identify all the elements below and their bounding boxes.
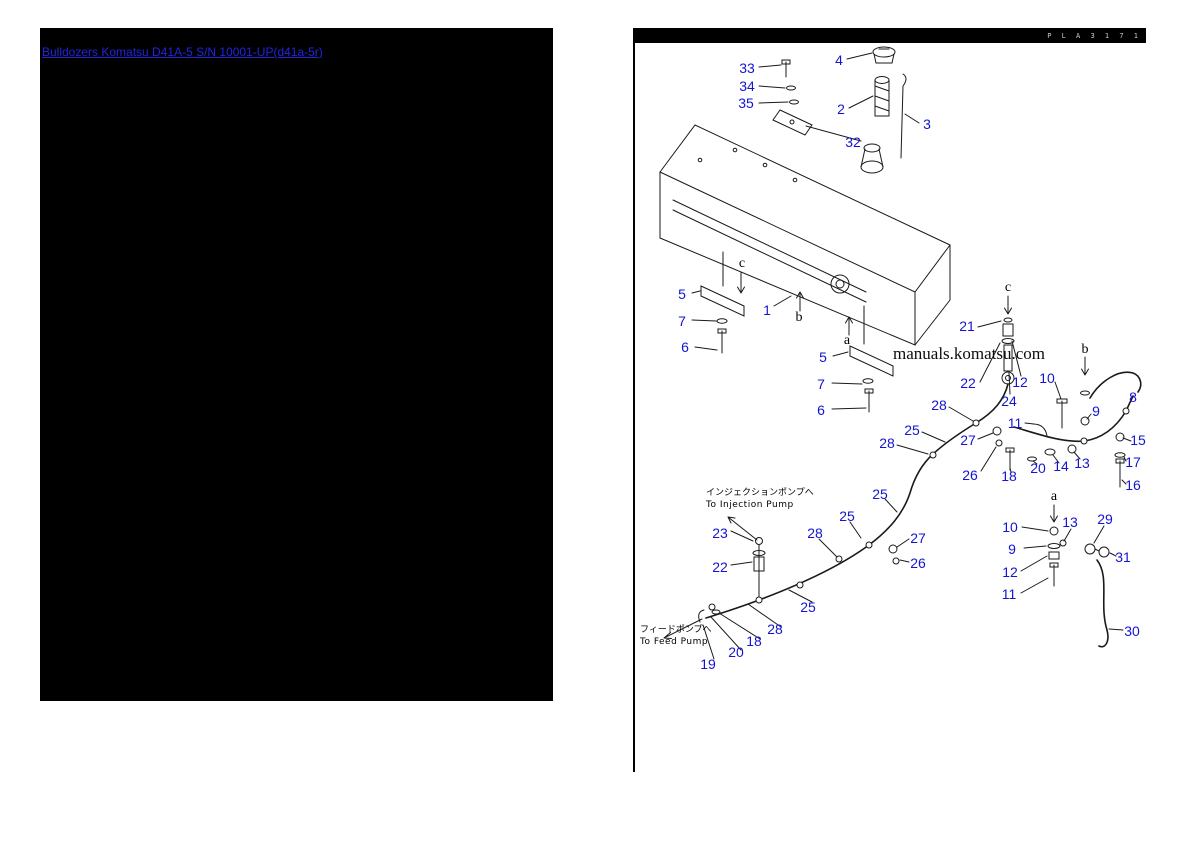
callout-29: 29 (1097, 511, 1113, 527)
callout-11: 11 (1001, 586, 1017, 602)
callout-1: 1 (763, 302, 771, 318)
callout-22: 22 (712, 559, 728, 575)
callout-12: 12 (1002, 564, 1018, 580)
watermark: manuals.komatsu.com (893, 344, 1046, 363)
callout-6: 6 (681, 339, 689, 355)
injection-pump-label-jp: インジェクションポンプへ (706, 488, 814, 498)
feed-pump-label-en: To Feed Pump (640, 637, 709, 647)
callout-28: 28 (931, 397, 947, 413)
section-letter-b: b (1081, 342, 1089, 357)
section-letter-a: a (843, 333, 851, 348)
callout-20: 20 (1030, 460, 1046, 476)
callout-15: 15 (1130, 432, 1146, 448)
injection-pump-label-en: To Injection Pump (706, 500, 794, 510)
callout-10: 10 (1002, 519, 1018, 535)
callout-27: 27 (960, 432, 976, 448)
callout-18: 18 (746, 633, 762, 649)
diagram-top-bar: P L A 3 1 7 1 (633, 28, 1146, 43)
callout-4: 4 (835, 52, 843, 68)
section-letter-b: b (795, 310, 803, 325)
callout-27: 27 (910, 530, 926, 546)
callout-6: 6 (817, 402, 825, 418)
callout-9: 9 (1092, 403, 1100, 419)
callout-14: 14 (1053, 458, 1069, 474)
callout-30: 30 (1124, 623, 1140, 639)
callout-20: 20 (728, 644, 744, 660)
callout-25: 25 (800, 599, 816, 615)
callout-9: 9 (1008, 541, 1016, 557)
callout-28: 28 (767, 621, 783, 637)
callout-24: 24 (1001, 393, 1017, 409)
diagram-left-border (633, 28, 635, 772)
callout-13: 13 (1074, 455, 1090, 471)
callout-13: 13 (1062, 514, 1078, 530)
callout-31: 31 (1115, 549, 1131, 565)
injection-joint (727, 516, 766, 598)
callout-10: 10 (1039, 370, 1055, 386)
callout-11: 11 (1007, 415, 1023, 431)
callout-25: 25 (872, 486, 888, 502)
callout-25: 25 (904, 422, 920, 438)
section-arrows (737, 271, 1089, 523)
callout-32: 32 (845, 134, 861, 150)
callout-7: 7 (817, 376, 825, 392)
section-letter-c: c (1004, 280, 1012, 295)
callout-16: 16 (1125, 477, 1141, 493)
lower-right-hardware (1020, 525, 1124, 631)
injection-pump-label: インジェクションポンプへ To Injection Pump (706, 487, 814, 511)
mounting-brackets (691, 285, 894, 413)
section-letter-c: c (738, 256, 746, 271)
callout-25: 25 (839, 508, 855, 524)
feed-pump-label-jp: フィードポンプへ (640, 625, 712, 635)
callout-5: 5 (678, 286, 686, 302)
callout-18: 18 (1001, 468, 1017, 484)
callout-23: 23 (712, 525, 728, 541)
callout-2: 2 (837, 101, 845, 117)
callout-12: 12 (1012, 374, 1028, 390)
fuel-tank-outline (659, 124, 951, 346)
callout-17: 17 (1125, 454, 1141, 470)
callout-7: 7 (678, 313, 686, 329)
callout-33: 33 (739, 60, 755, 76)
callout-26: 26 (962, 467, 978, 483)
breadcrumb-link[interactable]: Bulldozers Komatsu D41A-5 S/N 10001-UP(d… (42, 45, 323, 59)
callout-34: 34 (739, 78, 755, 94)
callout-35: 35 (738, 95, 754, 111)
left-black-panel (40, 28, 553, 701)
callout-8: 8 (1129, 389, 1137, 405)
callout-19: 19 (700, 656, 716, 672)
callout-26: 26 (910, 555, 926, 571)
callout-3: 3 (923, 116, 931, 132)
section-letter-a: a (1050, 489, 1058, 504)
callout-22: 22 (960, 375, 976, 391)
callout-28: 28 (879, 435, 895, 451)
part-code-label: P L A 3 1 7 1 (1047, 32, 1141, 40)
feed-pump-label: フィードポンプへ To Feed Pump (640, 624, 712, 648)
callout-21: 21 (959, 318, 975, 334)
callout-28: 28 (807, 525, 823, 541)
callout-5: 5 (819, 349, 827, 365)
